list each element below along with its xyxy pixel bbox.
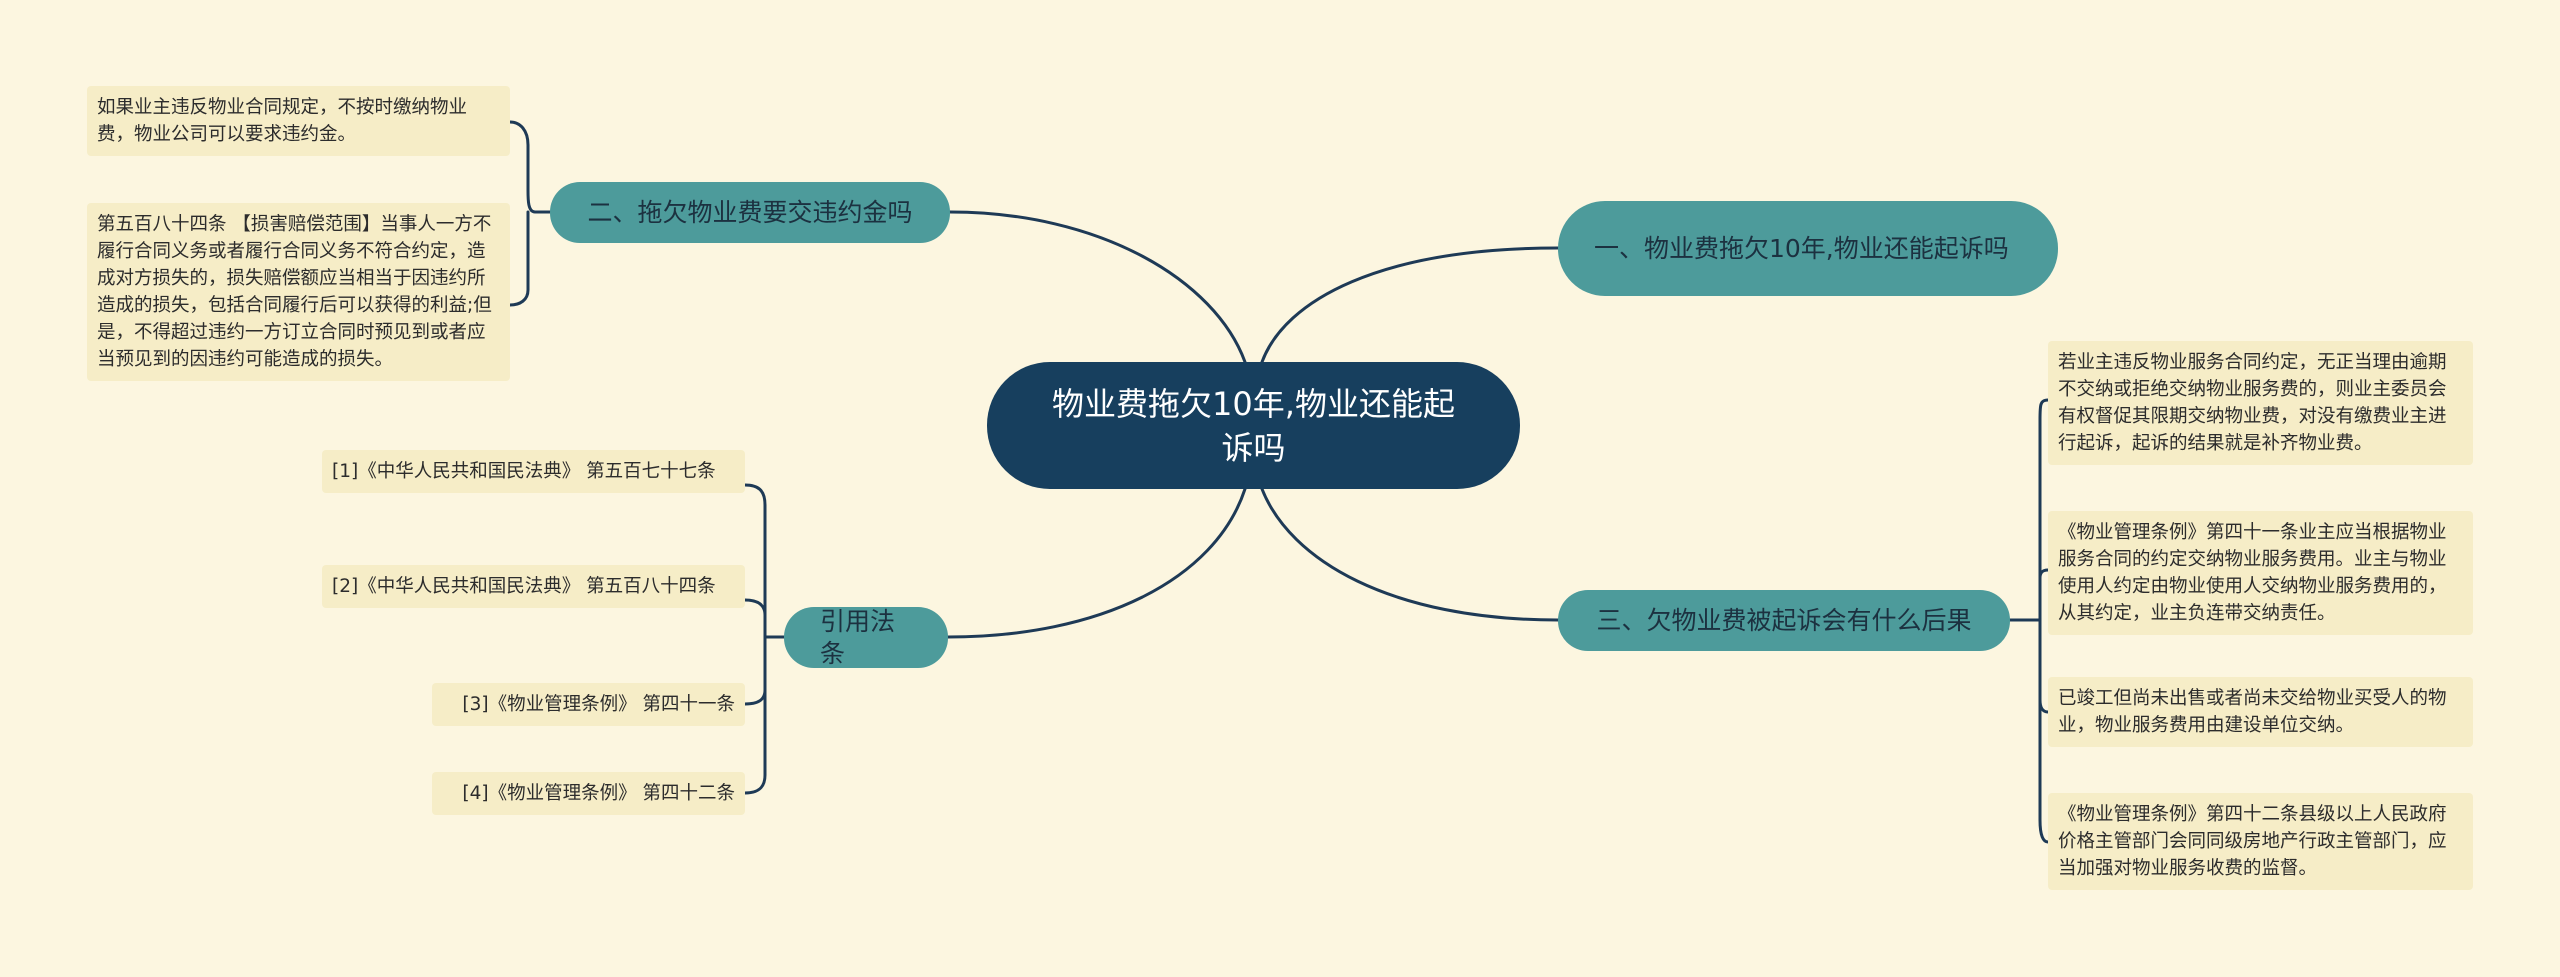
leaf-text: [1]《中华人民共和国民法典》 第五百七十七条 bbox=[332, 461, 716, 482]
leaf-node-t2-a[interactable]: 如果业主违反物业合同规定，不按时缴纳物业费，物业公司可以要求违约金。 bbox=[87, 86, 510, 156]
leaf-text: [2]《中华人民共和国民法典》 第五百八十四条 bbox=[332, 576, 716, 597]
root-node[interactable]: 物业费拖欠10年,物业还能起诉吗 bbox=[987, 362, 1520, 489]
link-t3-leaf-a bbox=[2038, 398, 2050, 622]
leaf-node-t2-b[interactable]: 第五百八十四条 【损害赔偿范围】当事人一方不履行合同义务或者履行合同义务不符合约… bbox=[87, 203, 510, 381]
leaf-node-t3-b[interactable]: 《物业管理条例》第四十一条业主应当根据物业服务合同的约定交纳物业服务费用。业主与… bbox=[2048, 511, 2473, 635]
leaf-text: 若业主违反物业服务合同约定，无正当理由逾期不交纳或拒绝交纳物业服务费的，则业主委… bbox=[2058, 352, 2447, 454]
link-t3-leaf-b bbox=[2038, 568, 2050, 622]
leaf-node-t3-d[interactable]: 《物业管理条例》第四十二条县级以上人民政府价格主管部门会同同级房地产行政主管部门… bbox=[2048, 793, 2473, 890]
topic-node-3[interactable]: 三、欠物业费被起诉会有什么后果 bbox=[1558, 590, 2010, 651]
link-t4-leaf-a bbox=[743, 483, 767, 639]
topic-node-1[interactable]: 一、物业费拖欠10年,物业还能起诉吗 bbox=[1558, 201, 2058, 296]
leaf-node-t3-a[interactable]: 若业主违反物业服务合同约定，无正当理由逾期不交纳或拒绝交纳物业服务费的，则业主委… bbox=[2048, 341, 2473, 465]
leaf-node-t4-d[interactable]: [4]《物业管理条例》 第四十二条 bbox=[432, 772, 745, 815]
link-t4-leaf-c bbox=[743, 635, 767, 706]
topic-label-4: 引用法条 bbox=[820, 606, 896, 668]
link-t4-leaf-d bbox=[743, 635, 767, 795]
link-root-t1 bbox=[1260, 246, 1560, 364]
topic-node-4[interactable]: 引用法条 bbox=[784, 607, 948, 668]
topic-label-2: 二、拖欠物业费要交违约金吗 bbox=[587, 197, 913, 227]
leaf-text: 《物业管理条例》第四十一条业主应当根据物业服务合同的约定交纳物业服务费用。业主与… bbox=[2058, 522, 2447, 624]
leaf-text: [4]《物业管理条例》 第四十二条 bbox=[462, 783, 735, 804]
topic-label-3: 三、欠物业费被起诉会有什么后果 bbox=[1596, 605, 1972, 635]
topic-label-1: 一、物业费拖欠10年,物业还能起诉吗 bbox=[1594, 233, 2009, 263]
leaf-node-t4-b[interactable]: [2]《中华人民共和国民法典》 第五百八十四条 bbox=[322, 565, 745, 608]
link-root-t2 bbox=[948, 210, 1247, 364]
link-t2-leaf-b bbox=[508, 210, 530, 307]
link-root-t3 bbox=[1260, 487, 1560, 622]
leaf-node-t4-a[interactable]: [1]《中华人民共和国民法典》 第五百七十七条 bbox=[322, 450, 745, 493]
topic-node-2[interactable]: 二、拖欠物业费要交违约金吗 bbox=[550, 182, 950, 243]
leaf-text: 已竣工但尚未出售或者尚未交给物业买受人的物业，物业服务费用由建设单位交纳。 bbox=[2058, 688, 2447, 736]
leaf-text: [3]《物业管理条例》 第四十一条 bbox=[462, 694, 735, 715]
leaf-text: 如果业主违反物业合同规定，不按时缴纳物业费，物业公司可以要求违约金。 bbox=[97, 97, 468, 145]
leaf-node-t4-c[interactable]: [3]《物业管理条例》 第四十一条 bbox=[432, 683, 745, 726]
link-t4-leaf-b bbox=[743, 598, 767, 639]
leaf-text: 第五百八十四条 【损害赔偿范围】当事人一方不履行合同义务或者履行合同义务不符合约… bbox=[97, 214, 492, 370]
leaf-node-t3-c[interactable]: 已竣工但尚未出售或者尚未交给物业买受人的物业，物业服务费用由建设单位交纳。 bbox=[2048, 677, 2473, 747]
leaf-text: 《物业管理条例》第四十二条县级以上人民政府价格主管部门会同同级房地产行政主管部门… bbox=[2058, 804, 2447, 879]
link-root-t4 bbox=[946, 487, 1247, 639]
link-t3-leaf-d bbox=[2038, 618, 2050, 844]
link-t2-leaves bbox=[508, 120, 552, 214]
root-label: 物业费拖欠10年,物业还能起诉吗 bbox=[1052, 384, 1455, 467]
